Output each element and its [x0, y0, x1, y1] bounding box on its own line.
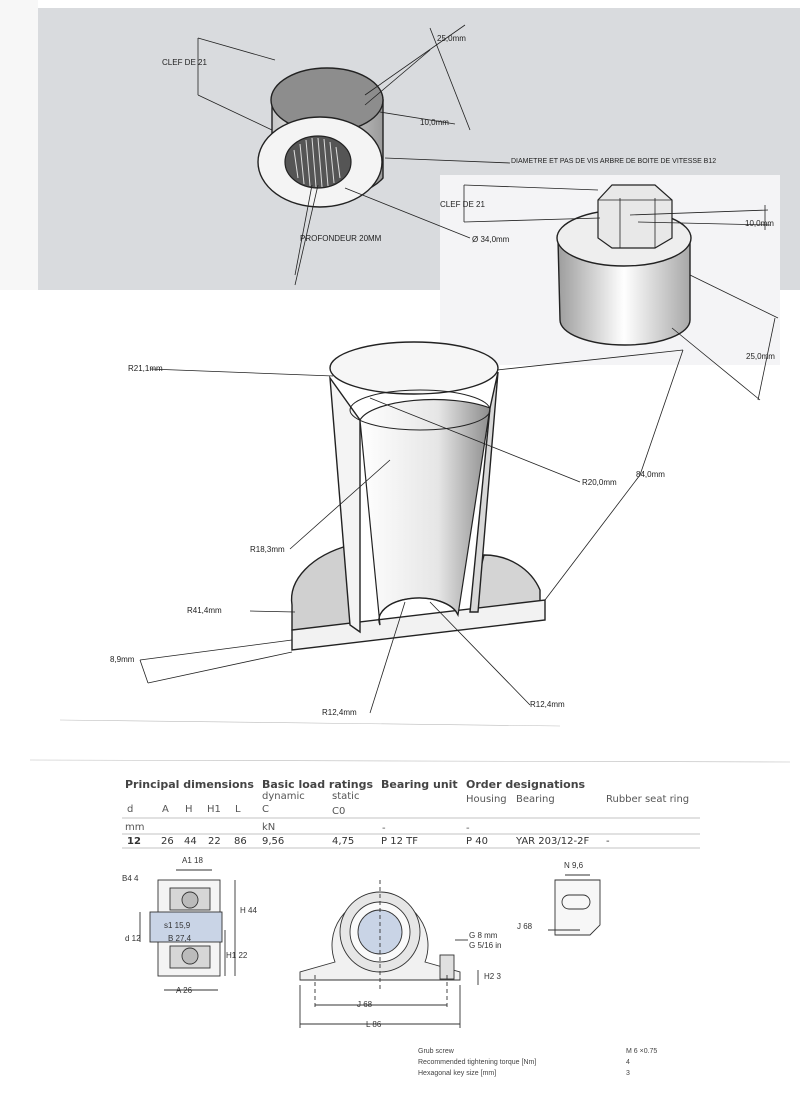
- r12-right-label: R12,4mm: [530, 700, 565, 709]
- housing-label: Housing: [466, 794, 507, 805]
- flange-body-drawing: [139, 341, 684, 714]
- order-designations-header: Order designations: [466, 778, 586, 791]
- row-d: 12: [127, 836, 141, 847]
- grub-screw-label: Grub screw: [418, 1048, 454, 1055]
- row-H: 44: [184, 836, 197, 847]
- g8-label: G 8 mm: [469, 931, 498, 940]
- col-d: d: [127, 804, 134, 815]
- rubber-seat-label: Rubber seat ring: [606, 794, 690, 805]
- h1-label: H1 22: [226, 951, 248, 960]
- row-bearing: YAR 203/12-2F: [516, 836, 590, 847]
- col-H: H: [185, 804, 193, 815]
- col-H1: H1: [207, 804, 221, 815]
- s1-label: s1 15,9: [164, 921, 191, 930]
- r18-label: R18,3mm: [250, 545, 285, 554]
- r41-label: R41,4mm: [187, 606, 222, 615]
- principal-dimensions-header: Principal dimensions: [125, 778, 254, 791]
- diameter-note: DIAMETRE ET PAS DE VIS ARBRE DE BOITE DE…: [511, 158, 717, 165]
- bearing-table-rules: [122, 817, 700, 849]
- col-C0: C0: [332, 806, 346, 817]
- left-margin-strip: [0, 0, 38, 290]
- r12-left-label: R12,4mm: [322, 708, 357, 717]
- b4-label: B4 4: [122, 874, 139, 883]
- dim-25-label: 25,0mm: [437, 34, 466, 43]
- bearing-side-view: [139, 869, 236, 991]
- diameter-34-label: Ø 34,0mm: [472, 235, 510, 244]
- col-L: L: [235, 804, 241, 815]
- row-rubber: -: [606, 836, 610, 847]
- dim-25-label-b: 25,0mm: [746, 352, 775, 361]
- separator-line: [29, 759, 791, 763]
- clef-21-label-b: CLEF DE 21: [440, 200, 485, 209]
- depth-note: PROFONDEUR 20MM: [300, 234, 382, 243]
- n96-label: N 9,6: [564, 861, 584, 870]
- bearing-unit-header: Bearing unit: [381, 778, 458, 791]
- dim-10-label-a: 10,0mm: [420, 118, 449, 127]
- col-A: A: [162, 804, 169, 815]
- g516-label: G 5/16 in: [469, 941, 502, 950]
- length-84-label: 84,0mm: [636, 470, 665, 479]
- hex-plug-drawing: [463, 184, 779, 401]
- sleeve-nut-drawing: [197, 24, 511, 286]
- row-housing: P 40: [466, 836, 488, 847]
- separator-line: [59, 719, 561, 727]
- bearing-label: Bearing: [516, 794, 555, 805]
- a1-label: A1 18: [182, 856, 203, 865]
- h44-label: H 44: [240, 906, 257, 915]
- a26-label: A 26: [176, 986, 193, 995]
- basic-load-ratings-header: Basic load ratings: [262, 778, 374, 791]
- torque-value: 4: [626, 1059, 630, 1066]
- unit-dash-1: -: [382, 823, 386, 834]
- thickness-label: 8,9mm: [110, 655, 135, 664]
- unit-mm: mm: [125, 822, 145, 833]
- r20-label: R20,0mm: [582, 478, 617, 487]
- row-L: 86: [234, 836, 247, 847]
- rubber-seat-slot-view: [548, 874, 601, 936]
- row-C: 9,56: [262, 836, 285, 847]
- row-unit: P 12 TF: [381, 836, 418, 847]
- d12-label: d 12: [125, 934, 141, 943]
- l86-label: L 86: [366, 1020, 382, 1029]
- clef-21-label-a: CLEF DE 21: [162, 58, 207, 67]
- b27-label: B 27,4: [168, 934, 192, 943]
- h2-label: H2 3: [484, 972, 501, 981]
- hex-key-value: 3: [626, 1070, 630, 1077]
- row-C0: 4,75: [332, 836, 355, 847]
- row-A: 26: [161, 836, 174, 847]
- unit-dash-2: -: [466, 823, 470, 834]
- j68-label: J 68: [357, 1000, 373, 1009]
- dim-10-label-b: 10,0mm: [745, 219, 774, 228]
- grub-screw-value: M 6 ×0.75: [626, 1048, 658, 1055]
- torque-label: Recommended tightening torque [Nm]: [418, 1059, 537, 1066]
- j68b-label: J 68: [517, 922, 533, 931]
- static-label: static: [332, 791, 360, 802]
- dynamic-label: dynamic: [262, 791, 305, 802]
- pillow-block-front-view: [299, 880, 479, 1028]
- col-C: C: [262, 804, 269, 815]
- unit-kn: kN: [262, 822, 276, 833]
- r21-label: R21,1mm: [128, 364, 163, 373]
- hex-key-label: Hexagonal key size [mm]: [418, 1070, 497, 1077]
- row-H1: 22: [208, 836, 221, 847]
